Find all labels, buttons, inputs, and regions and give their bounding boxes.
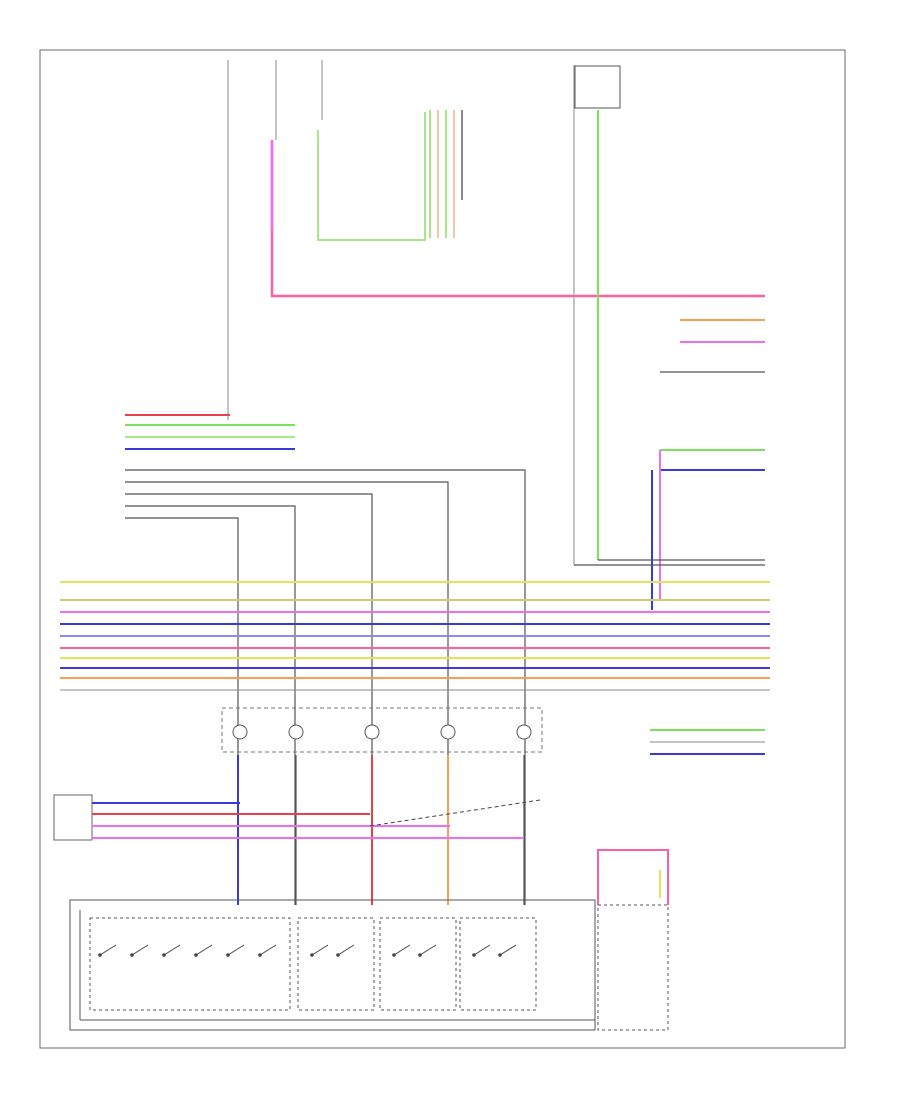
terminal-circle-icon [162, 953, 166, 957]
terminal-circle-icon [498, 953, 502, 957]
switch-contacts [98, 944, 517, 957]
terminal-circle-icon [310, 953, 314, 957]
clockspring-module [221, 707, 543, 753]
switch-contact-icon [131, 944, 149, 956]
right-upper-connectors [651, 319, 765, 610]
center-top-connector-bundle [429, 110, 463, 238]
switch-contact-icon [259, 944, 277, 956]
green-wire-top [317, 110, 599, 560]
switch-contact-icon [195, 944, 213, 956]
module-drops [237, 755, 525, 905]
switch-contact-icon [499, 944, 517, 956]
switch-array [69, 899, 669, 1031]
switch-contact-icon [99, 944, 117, 956]
switch-contact-icon [473, 944, 491, 956]
terminal-circle-icon [392, 953, 396, 957]
switch-contact-icon [393, 944, 411, 956]
switch-contact-icon [419, 944, 437, 956]
diagram-frame [39, 49, 846, 1049]
switch-contact-icon [337, 944, 355, 956]
pink-wire-top [270, 140, 765, 298]
switch-contact-icon [227, 944, 245, 956]
terminal-circle-icon [258, 953, 262, 957]
top-power-sources [227, 60, 621, 565]
terminal-circle-icon [336, 953, 340, 957]
terminal-circle-icon [98, 953, 102, 957]
terminal-circle-icon [472, 953, 476, 957]
left-steering-switch [53, 794, 541, 841]
gray-bus [125, 469, 765, 905]
terminal-circle-icon [226, 953, 230, 957]
terminal-circle-icon [130, 953, 134, 957]
horizontal-harness [60, 581, 770, 691]
switch-contact-icon [311, 944, 329, 956]
right-control-power [597, 729, 765, 905]
left-upper-connector [125, 414, 295, 450]
terminal-circle-icon [194, 953, 198, 957]
switch-contact-icon [163, 944, 181, 956]
terminal-circle-icon [418, 953, 422, 957]
